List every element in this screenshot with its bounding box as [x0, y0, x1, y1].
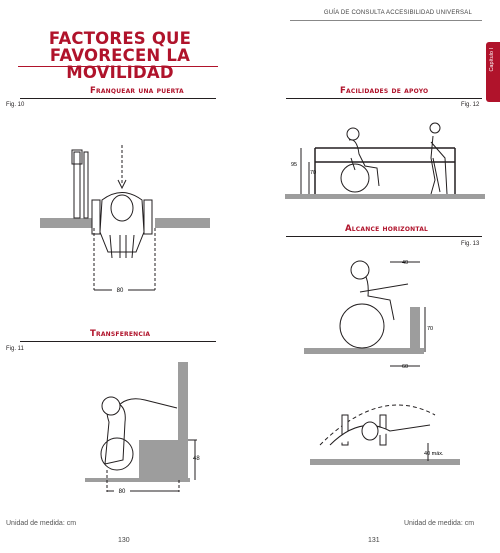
rule-transferencia [20, 341, 216, 342]
dim-80b-label: 80 [119, 489, 126, 495]
dim-95-label: 95 [291, 162, 297, 168]
reach-user-head [350, 260, 370, 280]
wheel-transfer [100, 437, 134, 471]
figure-door-passage: 80 [40, 145, 210, 294]
heading-franquear: Franquear una puerta [90, 86, 184, 96]
chapter-tab[interactable]: Capítulo I [486, 42, 500, 102]
reach-arc [319, 404, 436, 446]
wall-left [40, 218, 95, 228]
reach-wheel [339, 303, 385, 349]
page-title-line2: FAVORECEN LA MOVILIDAD [49, 46, 191, 82]
person-legs [109, 234, 135, 259]
figure-reach-side: 40 70 60 [304, 260, 433, 370]
page-number-right: 131 [368, 537, 380, 544]
chair-wheel [340, 163, 370, 193]
dim-max-label: 40 máx. [424, 451, 444, 457]
wheel-left [91, 199, 101, 235]
page-title: FACTORES QUE FAVORECEN LA MOVILIDAD [20, 30, 220, 81]
fig-10-label: Fig. 10 [6, 102, 25, 108]
rule-facilidades [286, 98, 482, 99]
dim-80-label: 80 [117, 288, 124, 294]
running-header: GUÍA DE CONSULTA ACCESIBILIDAD UNIVERSAL [323, 10, 472, 16]
heading-transferencia: Transferencia [90, 329, 151, 339]
rule-franquear [20, 98, 216, 99]
floor-handrail [285, 194, 485, 199]
person-head [110, 194, 134, 222]
title-underline [18, 66, 218, 67]
figure-transfer: 48 80 [85, 362, 200, 496]
floor [85, 478, 190, 482]
door-edge [83, 151, 89, 219]
wheel-right [143, 199, 153, 235]
door-leaf [73, 151, 81, 219]
walker-user [430, 135, 448, 195]
top-floor [310, 459, 460, 465]
person-transfer-head [101, 396, 121, 416]
bench [139, 440, 179, 480]
walker-user-head [429, 122, 441, 134]
fig-11-label: Fig. 11 [6, 346, 24, 352]
footer-unit-right: Unidad de medida: cm [404, 520, 475, 527]
chapter-tab-label: Capítulo I [489, 48, 495, 72]
chair-user-head [346, 127, 360, 141]
dim-70b-label: 70 [427, 326, 433, 332]
figure-handrail: 95 70 [285, 122, 485, 199]
fig-13-label: Fig. 13 [461, 241, 480, 247]
arrow-head [117, 179, 127, 190]
door-handle [71, 149, 83, 165]
top-person-head [361, 421, 379, 441]
footer-unit-left: Unidad de medida: cm [6, 520, 77, 527]
dim-48-label: 48 [193, 456, 200, 462]
header-rule [290, 20, 482, 21]
counter-block [410, 307, 420, 352]
rule-alcance [286, 236, 482, 237]
wall-right [155, 218, 210, 228]
dim-60-label: 60 [402, 364, 408, 370]
figure-reach-top: 40 máx. [310, 404, 460, 465]
fig-12-label: Fig. 12 [461, 102, 480, 108]
dim-70-label: 70 [310, 170, 316, 176]
wall-vertical [178, 362, 188, 480]
top-wheel-left [341, 414, 349, 446]
dim-40-label: 40 [402, 260, 408, 266]
chair-user [348, 139, 380, 187]
floor-reach [304, 348, 424, 354]
page-number-left: 130 [118, 537, 130, 544]
heading-alcance: Alcance horizontal [345, 224, 429, 234]
page-title-line1: FACTORES QUE [48, 29, 192, 48]
heading-facilidades: Facilidades de apoyo [340, 86, 429, 96]
